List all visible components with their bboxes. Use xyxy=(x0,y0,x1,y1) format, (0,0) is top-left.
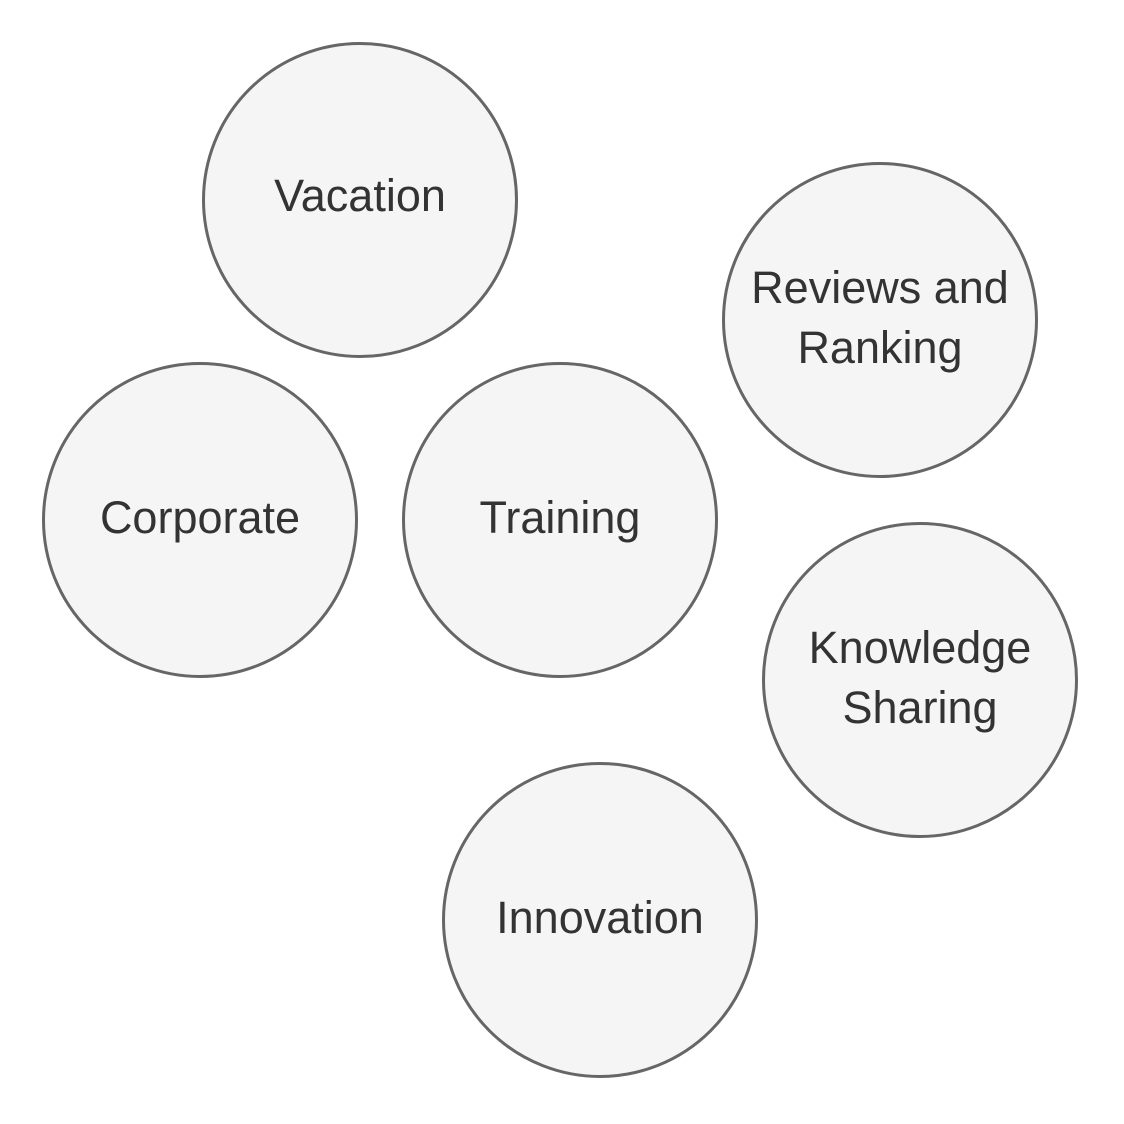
node-corporate[interactable]: Corporate xyxy=(42,362,358,678)
node-innovation[interactable]: Innovation xyxy=(442,762,758,1078)
node-label-innovation: Innovation xyxy=(496,892,704,943)
node-reviews-and-ranking[interactable]: Reviews and Ranking xyxy=(722,162,1038,478)
node-label-reviews-and-ranking: Reviews and Ranking xyxy=(751,262,1009,373)
node-knowledge-sharing[interactable]: Knowledge Sharing xyxy=(762,522,1078,838)
node-label-corporate: Corporate xyxy=(99,492,301,543)
node-training[interactable]: Training xyxy=(402,362,718,678)
node-label-knowledge-sharing: Knowledge Sharing xyxy=(808,622,1032,733)
node-label-vacation: Vacation xyxy=(274,170,446,221)
node-vacation[interactable]: Vacation xyxy=(202,42,518,358)
node-label-training: Training xyxy=(479,492,641,543)
